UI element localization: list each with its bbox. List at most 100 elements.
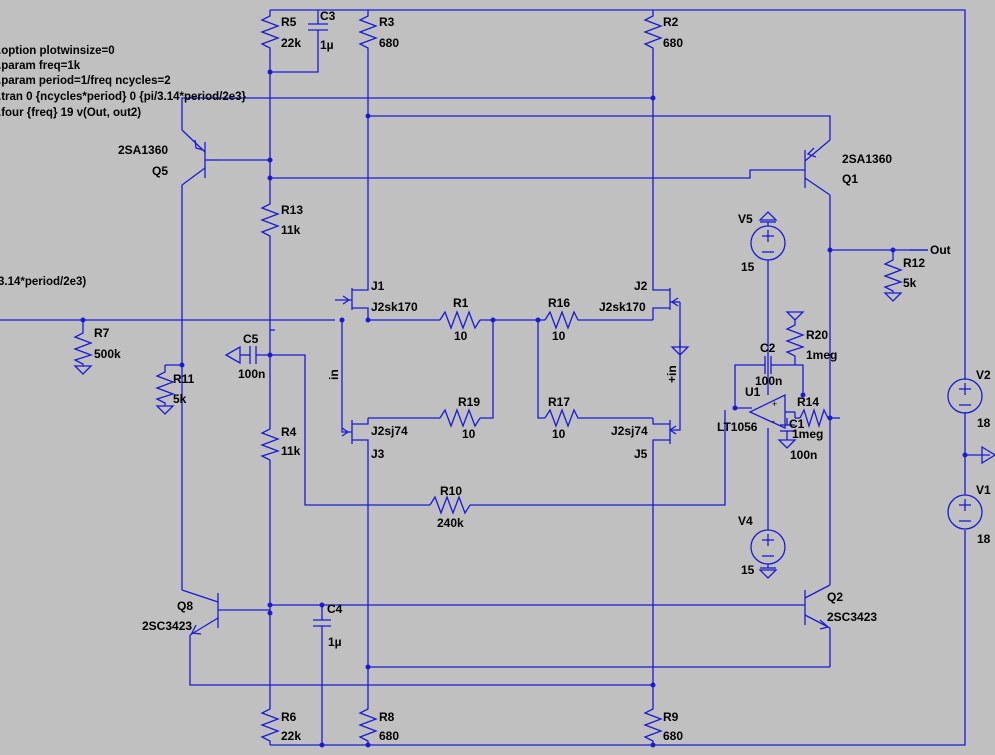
jfet-j5[interactable] [652, 418, 677, 460]
value-c2: 100n [755, 374, 782, 388]
junctions [80, 69, 968, 748]
label-q5: Q5 [152, 164, 168, 178]
value-r8: 680 [379, 729, 399, 743]
net-in: in [327, 369, 341, 380]
value-r14: 1meg [792, 427, 823, 441]
directive-line: .tran 0 {ncycles*period} 0 {pi/3.14*peri… [0, 91, 247, 103]
value-q8: 2SC3423 [142, 619, 192, 633]
transistor-q1[interactable] [804, 139, 831, 196]
resistor-r5[interactable] [260, 12, 280, 52]
value-j1: J2sk170 [371, 300, 418, 314]
directive-line: .option plotwinsize=0 [0, 45, 115, 57]
resistor-r13[interactable] [260, 200, 280, 240]
resistor-r6[interactable] [260, 705, 280, 745]
resistor-r17[interactable] [544, 408, 580, 428]
wires [0, 9, 990, 746]
value-r3: 680 [379, 36, 399, 50]
transistor-q2[interactable] [804, 584, 831, 630]
label-r9: R9 [663, 710, 679, 724]
label-r5: R5 [281, 15, 297, 29]
value-j3: J2sj74 [371, 424, 408, 438]
value-r12: 5k [903, 276, 917, 290]
label-j3: J3 [371, 447, 385, 461]
value-r17: 10 [552, 427, 566, 441]
label-v5: V5 [738, 212, 753, 226]
value-r5: 22k [281, 36, 301, 50]
voltage-source-v5[interactable] [750, 222, 786, 261]
value-q1: 2SA1360 [842, 152, 892, 166]
resistor-r9[interactable] [643, 705, 663, 745]
ground-icon [758, 211, 778, 223]
label-r2: R2 [663, 15, 679, 29]
capacitor-c1[interactable] [780, 418, 795, 440]
ground-icon [155, 405, 175, 415]
transistor-q5[interactable] [181, 129, 218, 186]
jfet-j3[interactable] [341, 418, 369, 460]
value-r11: 5k [173, 392, 187, 406]
label-u1: U1 [745, 385, 761, 399]
capacitor-c3[interactable] [308, 12, 328, 50]
label-r3: R3 [379, 15, 395, 29]
resistor-r1[interactable] [439, 310, 481, 330]
label-r1: R1 [453, 296, 469, 310]
label-r10: R10 [440, 484, 462, 498]
resistor-r7[interactable] [73, 330, 94, 366]
resistor-r16[interactable] [544, 310, 580, 330]
resistor-r3[interactable] [358, 12, 378, 52]
transistor-q8[interactable] [181, 589, 219, 636]
resistor-r19[interactable] [439, 408, 481, 428]
svg-text:-: - [772, 416, 775, 426]
value-q2: 2SC3423 [827, 610, 877, 624]
value-v5: 15 [741, 260, 755, 274]
resistor-r2[interactable] [643, 12, 663, 52]
value-r10: 240k [437, 516, 464, 530]
ground-icon [73, 365, 93, 375]
value-r7: 500k [94, 347, 121, 361]
value-q5: 2SA1360 [118, 143, 168, 157]
ground-icon [981, 445, 995, 465]
value-c4: 1µ [328, 635, 342, 649]
capacitor-c4[interactable] [313, 605, 331, 745]
label-r20: R20 [806, 328, 828, 342]
jfet-j1[interactable] [335, 270, 369, 320]
label-r17: R17 [548, 395, 570, 409]
label-j2: J2 [634, 279, 648, 293]
directive-line: .param period=1/freq ncycles=2 [0, 75, 171, 87]
resistor-r20[interactable] [785, 320, 806, 360]
capacitor-c2[interactable] [760, 356, 778, 374]
jfet-j2[interactable] [652, 270, 680, 320]
ground-icon [758, 567, 778, 579]
value-v1: 18 [977, 532, 991, 546]
value-r2: 680 [663, 36, 683, 50]
label-r16: R16 [548, 296, 570, 310]
label-q2: Q2 [827, 590, 843, 604]
label-r19: R19 [458, 395, 480, 409]
label-c2: C2 [760, 341, 776, 355]
voltage-source-v4[interactable] [750, 529, 786, 568]
resistor-r14[interactable] [799, 407, 830, 429]
resistor-r8[interactable] [358, 705, 378, 745]
resistor-r11[interactable] [155, 365, 176, 406]
directive-line: .four {freq} 19 v(Out, out2) [0, 107, 141, 119]
ground-icon [777, 439, 797, 449]
resistor-r12[interactable] [883, 255, 904, 293]
label-j1: J1 [371, 279, 385, 293]
resistor-r4[interactable] [260, 425, 281, 461]
voltage-source-v1[interactable] [947, 494, 983, 530]
value-r19: 10 [462, 427, 476, 441]
label-c4: C4 [327, 602, 343, 616]
label-j5: J5 [634, 447, 648, 461]
ground-icon [670, 340, 690, 356]
label-q8: Q8 [177, 599, 193, 613]
voltage-source-v2[interactable] [947, 378, 983, 414]
source-fragment: 3.14*period/2e3) [0, 276, 86, 288]
label-r14: R14 [797, 395, 819, 409]
opamp-u1[interactable]: + - [735, 393, 796, 430]
label-r4: R4 [281, 425, 297, 439]
resistor-r10[interactable] [429, 495, 471, 515]
capacitor-c5[interactable] [240, 346, 258, 364]
label-r6: R6 [281, 710, 297, 724]
svg-text:+: + [772, 399, 777, 409]
value-v4: 15 [741, 563, 755, 577]
